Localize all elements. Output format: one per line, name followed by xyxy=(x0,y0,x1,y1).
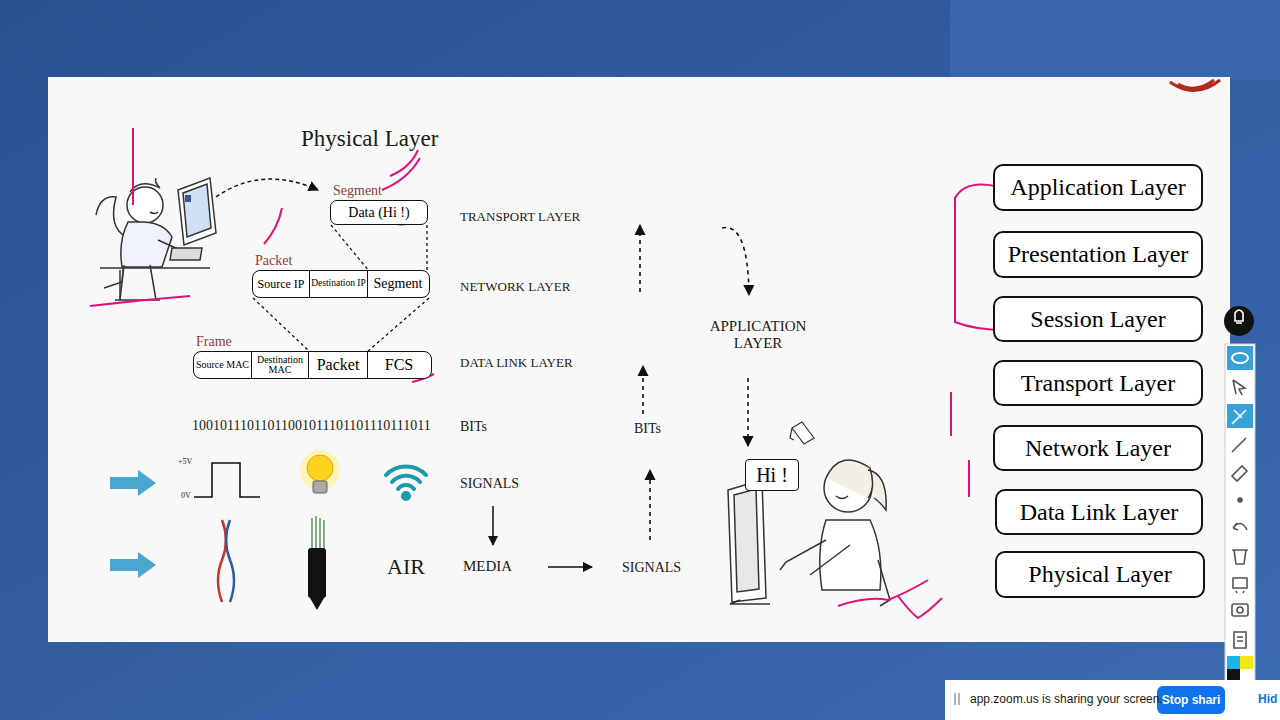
packet-box: PacketSource IPDestination IPSegment xyxy=(252,270,430,298)
dashed-line xyxy=(331,225,369,271)
slide-title: Physical Layer xyxy=(301,126,438,152)
axis-label: 0V xyxy=(181,491,191,500)
node-label: Network Layer xyxy=(1025,435,1171,462)
light-bulb xyxy=(300,450,340,493)
share-notice: app.zoom.us is sharing your screen. xyxy=(970,692,1163,706)
share-bar xyxy=(945,680,1280,720)
copper-cable xyxy=(218,520,234,602)
field-cell: Packet xyxy=(309,352,368,378)
wifi-icon xyxy=(386,467,426,499)
blue-arrow xyxy=(110,470,156,496)
boy-illustration xyxy=(96,178,216,300)
field-cell: Segment xyxy=(368,271,428,297)
field-cell: Source MAC xyxy=(194,352,252,378)
node-label: Destination MAC xyxy=(252,355,308,375)
media-label: AIR xyxy=(387,554,425,580)
layer-box: Network Layer xyxy=(993,425,1203,471)
down-arrow xyxy=(492,506,494,545)
hide-link: Hid xyxy=(1258,692,1277,706)
annotation-toolbar xyxy=(1224,306,1255,712)
girl-illustration xyxy=(728,460,890,606)
node-label: Segment xyxy=(374,277,423,291)
fiber-cable xyxy=(308,516,326,610)
unit-heading: Frame xyxy=(196,334,232,350)
axis-label: +5V xyxy=(178,457,192,466)
pen-cursor xyxy=(790,422,814,444)
send-arrow xyxy=(216,179,318,197)
layer-box: Transport Layer xyxy=(993,360,1203,406)
speech-bubble: Hi ! xyxy=(745,459,799,491)
encapsulation-lines xyxy=(331,225,427,271)
node-label: Stop shari xyxy=(1162,693,1221,707)
node-label: FCS xyxy=(385,357,413,373)
bit-stream: 10010111011011001011101101110111011 xyxy=(192,418,431,434)
stage-label: SIGNALS xyxy=(622,560,681,576)
field-cell: Destination IP xyxy=(310,271,368,297)
dashed-line xyxy=(367,298,429,352)
field-cell: Destination MAC xyxy=(252,352,309,378)
stage-label: BITs xyxy=(460,419,487,435)
field-cell: Source IP xyxy=(253,271,310,297)
dashed-line xyxy=(253,298,310,352)
layer-name: DATA LINK LAYER xyxy=(460,355,573,371)
node-label: Hi ! xyxy=(756,464,788,487)
field-cell: FCS xyxy=(368,352,430,378)
pen-annotations xyxy=(90,128,1005,618)
node-label: Physical Layer xyxy=(1028,561,1171,588)
logo-fragment xyxy=(1170,80,1220,91)
unit-heading: Segment xyxy=(333,183,382,199)
node-label: Source MAC xyxy=(196,360,249,370)
node-label: Destination IP xyxy=(311,279,366,289)
layer-box: Presentation Layer xyxy=(993,231,1203,278)
node-label: Transport Layer xyxy=(1021,370,1175,397)
blue-arrow xyxy=(110,552,156,578)
grip-icon xyxy=(955,693,959,705)
layer-box: Physical Layer xyxy=(995,551,1205,598)
frame-box: FrameSource MACDestination MACPacketFCS xyxy=(193,351,432,379)
stop-share-button: Stop shari xyxy=(1157,686,1225,714)
stage-label: MEDIA xyxy=(463,558,512,575)
layer-name: TRANSPORT LAYER xyxy=(460,209,580,225)
stage-label: BITs xyxy=(634,421,661,437)
node-label: Session Layer xyxy=(1030,306,1165,333)
unit-heading: Packet xyxy=(255,253,292,269)
dashed-line xyxy=(426,225,427,271)
window-band xyxy=(950,0,1280,80)
right-arrow xyxy=(548,566,592,568)
node-label: Application Layer xyxy=(1010,174,1185,201)
node-label: Data (Hi !) xyxy=(348,205,409,221)
stage-label: SIGNALS xyxy=(460,476,519,492)
node-label: Source IP xyxy=(258,278,305,290)
encapsulation-lines xyxy=(253,298,429,352)
layer-box: Application Layer xyxy=(993,164,1203,211)
layer-name: NETWORK LAYER xyxy=(460,279,570,295)
square-wave xyxy=(194,463,260,497)
slide xyxy=(48,77,1230,642)
segment-box: SegmentData (Hi !) xyxy=(330,200,428,225)
layer-box: Session Layer xyxy=(993,296,1203,342)
node-label: Presentation Layer xyxy=(1008,241,1189,268)
node-label: Packet xyxy=(317,357,360,373)
layer-name: APPLICATION LAYER xyxy=(690,318,826,352)
node-label: Data Link Layer xyxy=(1020,499,1179,526)
layer-box: Data Link Layer xyxy=(995,489,1203,535)
